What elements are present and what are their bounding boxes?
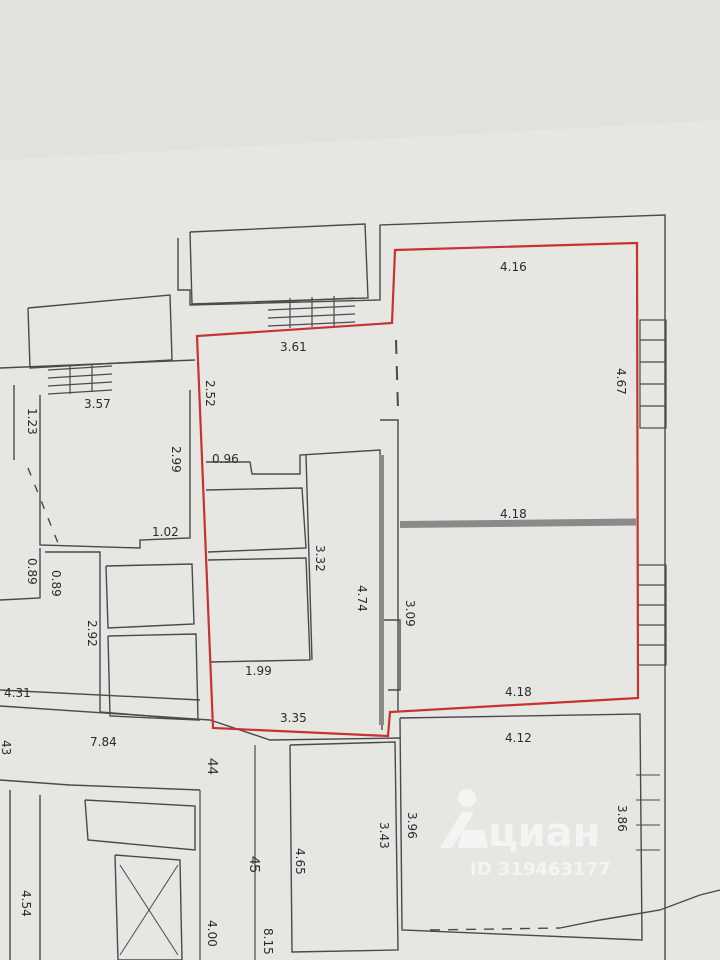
dim-0-89-b: 0.89 [49, 570, 63, 597]
dim-3-32: 3.32 [313, 545, 327, 572]
cian-watermark: циан ID 319463177 [440, 789, 611, 880]
dim-4-18-mid: 4.18 [500, 507, 527, 521]
outer-wall-top [177, 214, 666, 960]
watermark-id: ID 319463177 [470, 859, 611, 880]
dashed-opening [395, 339, 399, 411]
dim-4-18-bottom: 4.18 [505, 685, 532, 699]
neighbour-right-bottom [289, 713, 720, 953]
dim-4-31: 4.31 [4, 686, 31, 700]
dim-2-99: 2.99 [169, 446, 183, 473]
apartment-interior [205, 339, 637, 731]
lift-cross-b [119, 864, 179, 956]
dim-3-57: 3.57 [84, 397, 111, 411]
core-bottom [9, 745, 256, 960]
dim-1-23: 1.23 [25, 408, 39, 435]
watermark-brand: циан [488, 810, 600, 856]
dim-0-96: 0.96 [212, 452, 239, 466]
dim-1-99: 1.99 [245, 664, 272, 678]
dim-0-89-a: 0.89 [25, 558, 39, 585]
dim-3-09: 3.09 [403, 600, 417, 627]
dim-4-12: 4.12 [505, 731, 532, 745]
dim-7-84: 7.84 [90, 735, 117, 749]
left-block-outline [0, 359, 196, 369]
upper-structures [0, 214, 666, 960]
dim-4-74: 4.74 [355, 585, 369, 612]
cian-logo-icon [440, 789, 488, 848]
wall-bedroom-divider [400, 518, 637, 528]
apartment-number-44: 44 [204, 758, 221, 775]
left-dashed-door [27, 467, 61, 549]
stairs-top [267, 296, 356, 328]
stairs-left [47, 364, 113, 395]
dim-4-16: 4.16 [500, 260, 527, 274]
dim-3-86: 3.86 [615, 805, 629, 832]
dim-2-92: 2.92 [85, 620, 99, 647]
dim-3-43: 3.43 [377, 822, 391, 849]
left-balcony [27, 294, 173, 369]
dim-4-67: 4.67 [614, 368, 628, 395]
dim-1-02: 1.02 [152, 525, 179, 539]
dim-3-35: 3.35 [280, 711, 307, 725]
dim-3-96: 3.96 [405, 812, 419, 839]
dim-4-54: 4.54 [19, 890, 33, 917]
balcony-block [189, 223, 369, 305]
paper-shadow [0, 0, 720, 160]
dim-4-65: 4.65 [293, 848, 307, 875]
dim-2-52: 2.52 [203, 380, 217, 407]
apartment-number-45: 45 [246, 856, 263, 873]
dim-43: 43 [0, 740, 13, 755]
dim-3-61: 3.61 [280, 340, 307, 354]
dim-4-00: 4.00 [205, 920, 219, 947]
apartment-highlight-outline [195, 241, 640, 738]
dim-8-15: 8.15 [261, 928, 275, 955]
